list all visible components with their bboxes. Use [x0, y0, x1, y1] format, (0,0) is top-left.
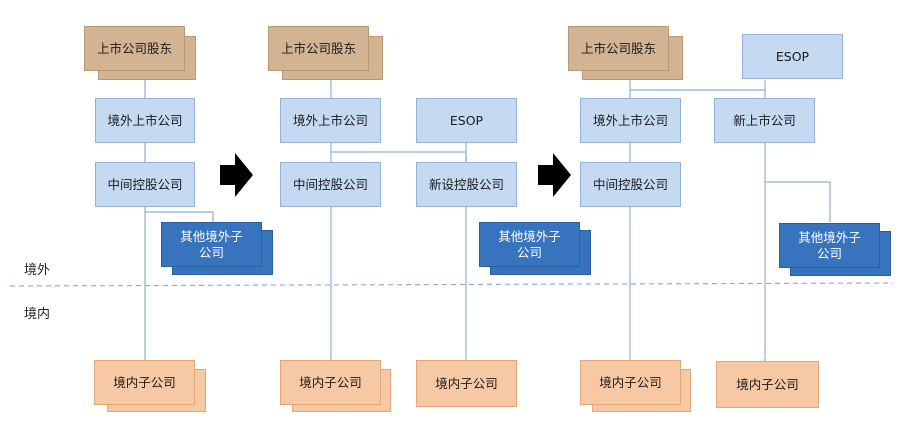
s1-intermediate-holding-box: 中间控股公司 [95, 162, 195, 207]
arrow-2-icon [538, 153, 571, 197]
s3-domestic-sub-box: 境内子公司 [580, 360, 681, 405]
s2-new-domestic-sub-box: 境内子公司 [416, 360, 517, 407]
s3-overseas-listed-box: 境外上市公司 [580, 98, 681, 143]
s2-esop-box: ESOP [416, 98, 517, 143]
region-domestic-label: 境内 [24, 307, 51, 322]
border-divider [9, 282, 894, 287]
s1-other-overseas-sub-box: 其他境外子 公司 [161, 222, 262, 267]
s2-other-overseas-sub-box: 其他境外子 公司 [479, 222, 580, 267]
region-overseas-label: 境外 [24, 263, 51, 278]
s3-new-listed-box: 新上市公司 [714, 98, 815, 143]
s3-shareholders-box: 上市公司股东 [568, 26, 669, 71]
s1-shareholders-box: 上市公司股东 [84, 26, 185, 71]
s2-overseas-listed-box: 境外上市公司 [280, 98, 381, 143]
s2-shareholders-box: 上市公司股东 [268, 26, 369, 71]
arrow-1-icon [220, 153, 253, 197]
s3-other-overseas-sub-box: 其他境外子 公司 [779, 223, 880, 268]
s3-esop-box: ESOP [742, 34, 843, 79]
s3-intermediate-holding-box: 中间控股公司 [580, 162, 681, 207]
s1-overseas-listed-box: 境外上市公司 [95, 98, 195, 143]
s3-new-domestic-sub-box: 境内子公司 [716, 361, 819, 408]
s2-new-holding-box: 新设控股公司 [416, 162, 517, 207]
s2-domestic-sub-box: 境内子公司 [280, 360, 381, 405]
s1-domestic-sub-box: 境内子公司 [94, 360, 195, 405]
s2-intermediate-holding-box: 中间控股公司 [280, 162, 381, 207]
